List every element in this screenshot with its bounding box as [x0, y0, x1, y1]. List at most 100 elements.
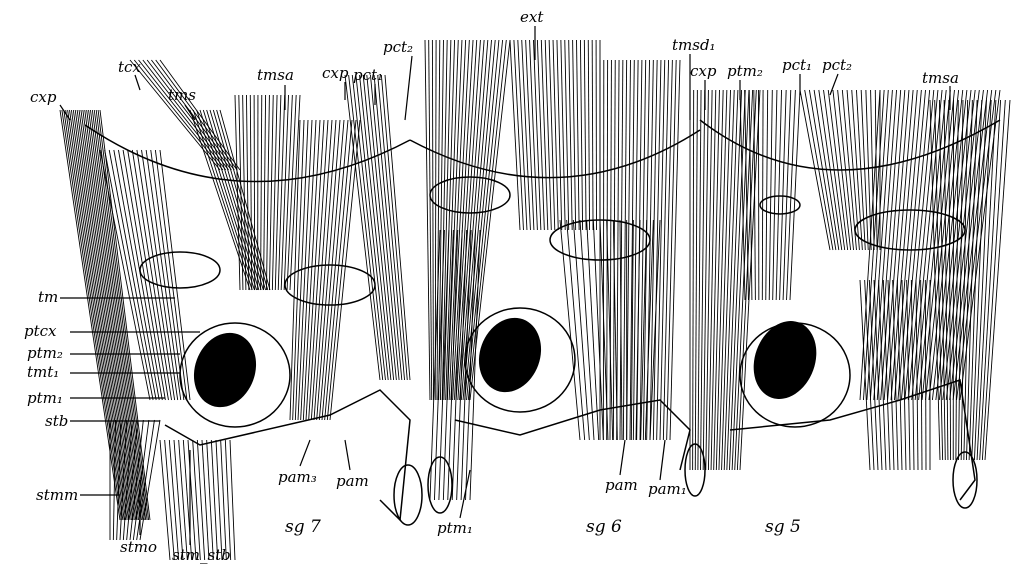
muscle-fiber: [924, 279, 927, 471]
label-tmsa: tmsa: [922, 69, 959, 87]
muscle-fiber: [428, 39, 433, 401]
muscle-fiber: [313, 119, 337, 421]
muscle-fiber: [629, 59, 635, 441]
muscle-fiber: [159, 59, 241, 171]
muscle-fiber: [587, 39, 591, 231]
muscle-fiber: [938, 99, 946, 461]
muscle-fiber: [297, 119, 313, 421]
muscle-fiber: [138, 59, 227, 171]
muscle-fiber: [692, 89, 695, 471]
muscle-fiber: [445, 39, 459, 401]
muscle-fiber: [934, 99, 944, 461]
muscle-fiber: [726, 89, 743, 471]
muscle-fiber: [882, 279, 891, 471]
muscle-fiber: [116, 419, 122, 541]
muscle-fiber: [439, 39, 448, 401]
muscle-fiber: [373, 74, 403, 381]
muscle-fiber: [212, 109, 266, 291]
muscle-fiber: [559, 219, 581, 441]
leader-line: [404, 55, 413, 121]
muscle-fiber: [460, 229, 472, 501]
muscle-fiber: [979, 99, 1002, 461]
muscle-fiber: [321, 119, 349, 421]
muscle-fiber: [874, 89, 878, 251]
muscle-fiber: [782, 89, 792, 301]
muscle-fiber: [76, 109, 134, 521]
muscle-fiber: [632, 59, 639, 441]
labels: cxp tcx tms tmsa cxp pct₁ pct₂ ext tmsd₁…: [24, 8, 959, 564]
muscle-fiber: [914, 89, 947, 401]
muscle-fiber: [61, 109, 122, 521]
muscle-outline: [284, 264, 376, 306]
muscle-fiber: [469, 39, 511, 401]
muscle-fiber: [772, 89, 778, 301]
label-pam: pam: [336, 472, 369, 490]
muscle-fiber: [609, 59, 612, 441]
muscle-fiber: [199, 109, 258, 291]
muscle-fiber: [141, 149, 179, 401]
muscle-fiber: [540, 39, 549, 231]
muscle-fiber: [929, 99, 941, 461]
muscle-fiber: [713, 89, 724, 471]
muscle-fiber: [127, 149, 169, 401]
muscle-fiber: [119, 419, 128, 541]
muscle-fiber: [69, 109, 128, 521]
muscle-fiber: [697, 89, 702, 471]
tergite-arc-sg6: [409, 129, 701, 179]
muscle-fiber: [151, 59, 235, 171]
muscle-fiber: [869, 89, 893, 401]
muscle-fiber: [201, 439, 210, 561]
muscle-fiber: [442, 229, 454, 501]
muscle-fiber: [443, 39, 456, 401]
muscle-fiber: [918, 89, 951, 401]
muscle-fiber: [564, 39, 570, 231]
label-pam3: pam₃: [278, 468, 317, 486]
muscle-fiber: [329, 119, 361, 421]
label-tmsd1: tmsd₁: [672, 36, 716, 54]
muscle-fiber: [710, 89, 720, 471]
muscle-fiber: [249, 94, 253, 291]
leg-joint: [952, 451, 978, 509]
coxal-opening-sg7: [193, 332, 257, 408]
muscle-fiber: [656, 59, 666, 441]
leg-joint: [393, 464, 423, 526]
muscle-fiber: [63, 109, 124, 521]
muscle-fiber: [900, 89, 931, 401]
muscle-fiber: [434, 39, 437, 401]
muscle-fiber: [59, 109, 121, 521]
muscle-fiber: [446, 39, 463, 401]
sternite-outline-sg6: [454, 399, 691, 471]
sternite-outline-sg7: [164, 389, 411, 522]
muscle-fiber: [366, 74, 397, 381]
muscle-fiber: [431, 39, 434, 401]
leader-line: [459, 469, 471, 519]
leader-line: [659, 439, 666, 481]
muscle-hatching: [59, 39, 1011, 561]
muscle-fiber: [606, 219, 614, 441]
muscle-fiber: [286, 94, 297, 291]
muscle-fiber: [906, 279, 911, 471]
muscle-fiber: [536, 39, 545, 231]
muscle-fiber: [920, 279, 923, 471]
label-tmt1: tmt₁: [27, 363, 59, 381]
leader-line: [59, 104, 71, 121]
label-stm-stb: stm_stb: [172, 546, 231, 564]
muscle-fiber: [436, 39, 441, 401]
muscle-fiber: [904, 89, 935, 401]
label-cxp: cxp: [322, 64, 349, 82]
muscle-fiber: [129, 59, 221, 171]
coxa-outline-sg6: [464, 307, 576, 413]
muscle-fiber: [694, 89, 698, 471]
muscle-fiber: [612, 219, 618, 441]
muscle-fiber: [560, 39, 566, 231]
muscle-fiber: [154, 149, 188, 401]
muscle-fiber: [963, 99, 973, 461]
muscle-fiber: [129, 419, 144, 541]
muscle-fiber: [465, 229, 477, 501]
muscle-fiber: [865, 89, 872, 251]
muscle-fiber: [890, 89, 918, 401]
muscle-fiber: [455, 39, 481, 401]
muscle-fiber: [132, 419, 150, 541]
muscle-fiber: [739, 89, 746, 301]
